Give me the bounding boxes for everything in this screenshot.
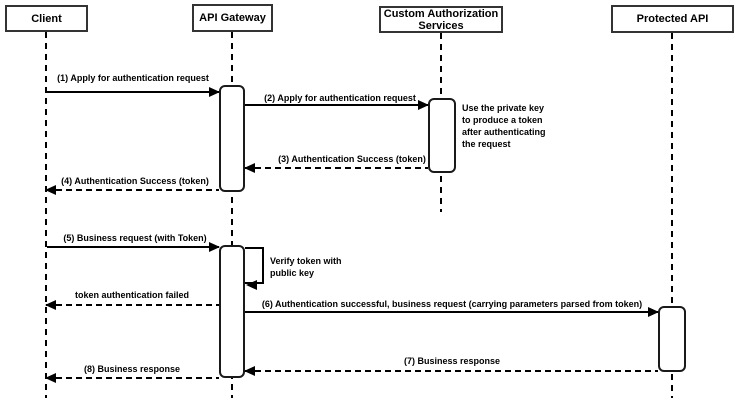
lifeline-protected-api [671, 33, 673, 398]
message-label-4: (4) Authentication Success (token) [61, 176, 209, 186]
participant-label-client: Client [31, 12, 62, 25]
participant-label-api-gateway: API Gateway [199, 12, 266, 24]
activation-bar-protected-api [658, 306, 686, 372]
message-line-5 [47, 242, 220, 252]
message-line-6 [245, 307, 659, 317]
message-line-token-failed [45, 300, 219, 310]
message-label-3: (3) Authentication Success (token) [278, 154, 426, 164]
arrow-left-icon [244, 163, 255, 173]
message-label-2: (2) Apply for authentication request [264, 93, 416, 103]
activation-bar-custom-authorization-services [428, 98, 456, 173]
arrow-left-icon [244, 366, 255, 376]
participant-box-api-gateway: API Gateway [192, 4, 273, 32]
message-label-7: (7) Business response [403, 356, 501, 366]
arrow-left-icon [45, 300, 56, 310]
message-label-6: (6) Authentication successful, business … [261, 299, 643, 309]
arrow-right-icon [209, 87, 220, 97]
participant-label-protected-api: Protected API [636, 13, 709, 25]
message-line-3 [244, 163, 428, 173]
message-label-8: (8) Business response [83, 364, 181, 374]
message-line-4 [45, 185, 219, 195]
self-message-label: Verify token with public key [270, 256, 342, 278]
message-line-1 [47, 87, 220, 97]
arrow-right-icon [209, 242, 220, 252]
message-label-5: (5) Business request (with Token) [63, 233, 207, 243]
arrow-left-icon [246, 280, 257, 290]
message-label-token-failed: token authentication failed [74, 290, 190, 300]
arrow-left-icon [45, 185, 56, 195]
activation-bar-api-gateway-business [219, 245, 245, 378]
lifeline-client [45, 32, 47, 398]
participant-label-custom-authorization-services: Custom Authorization Services [383, 7, 499, 32]
arrow-left-icon [45, 373, 56, 383]
participant-box-client: Client [5, 5, 88, 32]
note-text: Use the private key to produce a token a… [462, 103, 546, 149]
arrow-right-icon [648, 307, 659, 317]
arrow-right-icon [418, 100, 429, 110]
message-line-7 [244, 366, 658, 376]
participant-box-custom-authorization-services: Custom Authorization Services [379, 6, 503, 33]
message-line-2 [245, 100, 429, 110]
participant-box-protected-api: Protected API [611, 5, 734, 33]
message-label-1: (1) Apply for authentication request [57, 73, 209, 83]
message-line-8 [45, 373, 219, 383]
lifeline-api-gateway [231, 32, 233, 398]
self-message-loop [245, 247, 264, 284]
activation-bar-api-gateway-auth [219, 85, 245, 192]
